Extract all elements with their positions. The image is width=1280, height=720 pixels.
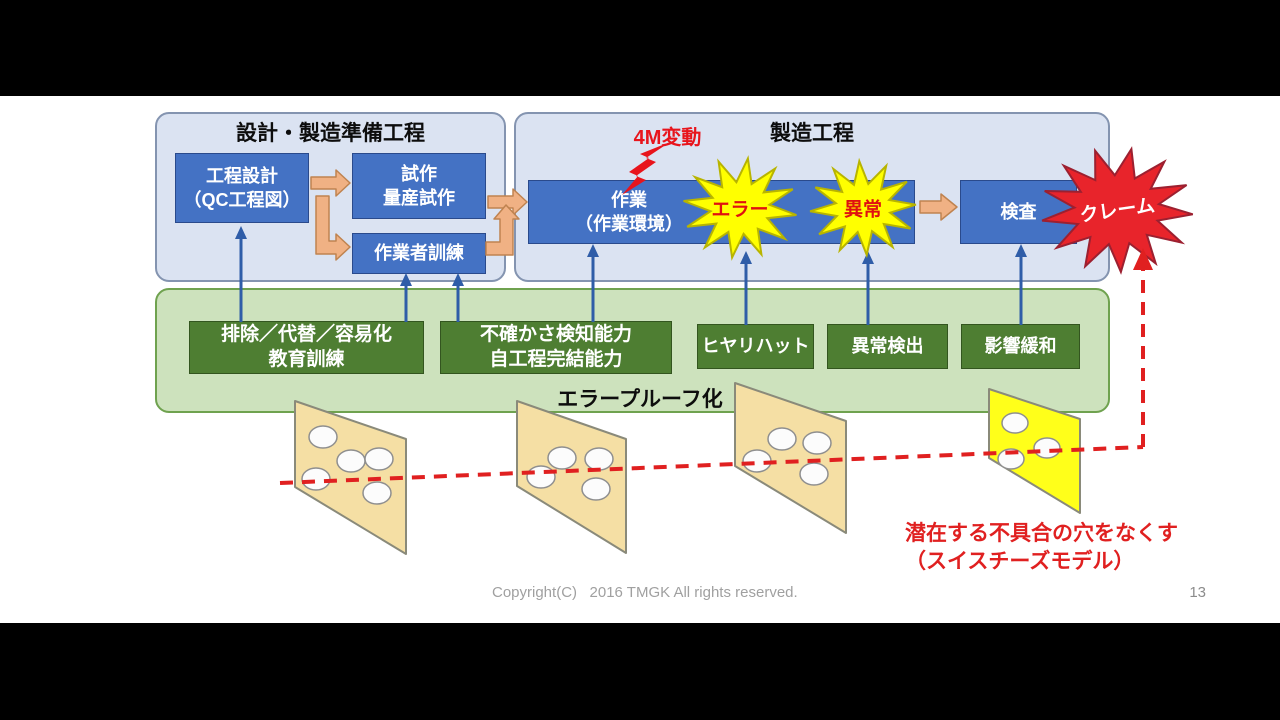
letterbox-top — [0, 0, 1280, 96]
claim-star-label: クレーム — [1078, 195, 1157, 227]
work-line2: （作業環境） — [575, 214, 683, 234]
process-design-line2: （QC工程図） — [183, 190, 301, 210]
abnormal-star-label: 異常 — [843, 199, 883, 221]
near-miss-box: ヒヤリハット — [697, 324, 814, 369]
uncertainty-box: 不確かさ検知能力 自工程完結能力 — [440, 321, 672, 374]
error-star-label: エラー — [711, 199, 769, 221]
manufacturing-title: 製造工程 — [770, 122, 854, 145]
uncertainty-line1: 不確かさ検知能力 — [479, 323, 632, 345]
impact-mitigation-box: 影響緩和 — [961, 324, 1080, 369]
eliminate-box: 排除／代替／容易化 教育訓練 — [189, 321, 424, 374]
prototype-box: 試作 量産試作 — [352, 153, 486, 219]
uncertainty-line2: 自工程完結能力 — [489, 348, 623, 370]
label-layer: 設計・製造準備工程 製造工程 4M変動 エラー 異常 クレーム エラープルーフ化… — [0, 96, 1280, 623]
swiss-cheese-caption-line1: 潜在する不具合の穴をなくす — [905, 522, 1178, 545]
swiss-cheese-caption-line2: （スイスチーズモデル） — [905, 549, 1135, 573]
impact-mitigation-label: 影響緩和 — [984, 335, 1057, 356]
process-design-box: 工程設計 （QC工程図） — [175, 153, 309, 223]
fourm-variation-label: 4M変動 — [633, 127, 702, 149]
eliminate-line2: 教育訓練 — [268, 348, 345, 370]
eliminate-line1: 排除／代替／容易化 — [220, 323, 392, 345]
copyright-text: Copyright(C) 2016 TMGK All rights reserv… — [492, 584, 798, 601]
process-design-line1: 工程設計 — [206, 165, 278, 186]
swiss-cheese-caption: 潜在する不具合の穴をなくす （スイスチーズモデル） — [905, 520, 1178, 575]
worker-training-label: 作業者訓練 — [374, 243, 464, 264]
abnormal-detection-box: 異常検出 — [827, 324, 948, 369]
page-number: 13 — [1189, 584, 1206, 601]
letterbox-bottom — [0, 623, 1280, 720]
design-prep-title: 設計・製造準備工程 — [236, 122, 425, 145]
error-proofing-label: エラープルーフ化 — [557, 388, 723, 411]
abnormal-detection-label: 異常検出 — [851, 335, 924, 356]
inspection-label: 検査 — [1000, 201, 1037, 222]
prototype-line1: 試作 — [401, 163, 437, 184]
worker-training-box: 作業者訓練 — [352, 233, 486, 274]
prototype-line2: 量産試作 — [383, 188, 455, 208]
slide-canvas: 工程設計 （QC工程図） 試作 量産試作 作業者訓練 作業 （作業環境） 検査 … — [0, 96, 1280, 623]
near-miss-label: ヒヤリハット — [701, 335, 810, 356]
